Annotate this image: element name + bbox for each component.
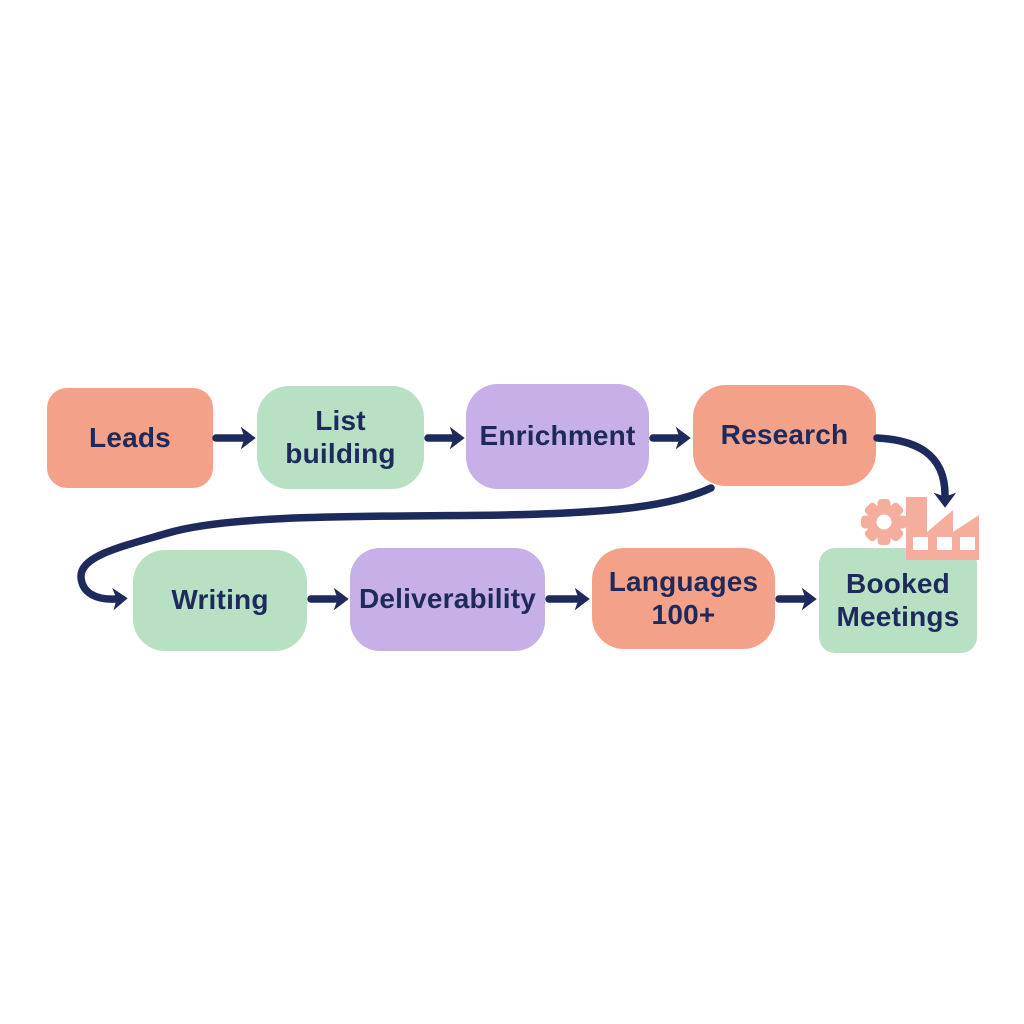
node-leads: Leads [47,388,213,488]
node-list-building: List building [257,386,424,489]
node-booked-meetings: Booked Meetings [819,548,977,653]
node-deliverability: Deliverability [350,548,545,651]
node-enrichment: Enrichment [466,384,649,489]
arrow-research-to-factory [873,434,957,508]
node-writing: Writing [133,550,307,651]
node-languages: Languages 100+ [592,548,775,649]
gear-icon [861,499,907,545]
node-research: Research [693,385,876,486]
